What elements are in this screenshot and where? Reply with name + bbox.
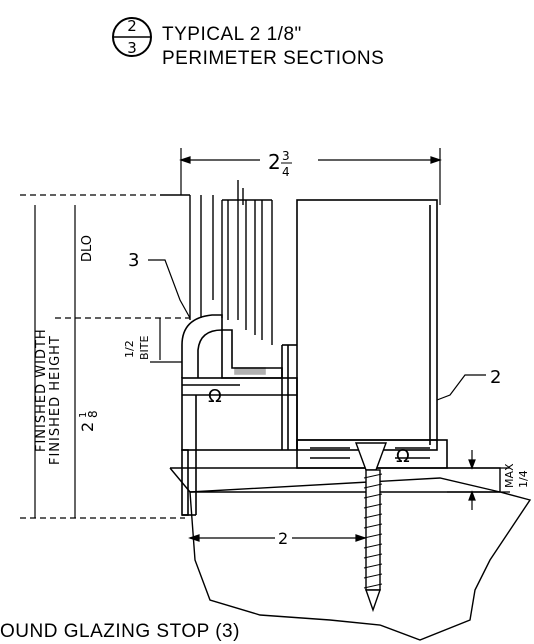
- max-label: MAX: [503, 463, 516, 488]
- section-marker-sheet: 3: [127, 39, 137, 57]
- top-width-denominator: 4: [282, 165, 290, 179]
- frame-extrusion: [181, 199, 448, 516]
- callout-glazing-stop: 3: [128, 250, 191, 319]
- callout-glazing-stop-number: 3: [128, 250, 139, 271]
- svg-text:Ω: Ω: [396, 446, 410, 467]
- bite-label: BITE: [138, 335, 151, 360]
- callout-frame: 2: [436, 367, 501, 401]
- glazing-stop: [181, 314, 283, 379]
- callout-frame-number: 2: [490, 367, 501, 388]
- left-dimensions: [20, 194, 190, 519]
- title-line-1: TYPICAL 2 1/8": [162, 24, 302, 45]
- dlo-label: DLO: [80, 235, 95, 262]
- gasket-symbols: Ω Ω: [208, 386, 410, 467]
- top-width-dimension: [179, 148, 442, 205]
- finished-width-label: FINISHED WIDTH: [34, 328, 49, 452]
- finished-height-label: FINISHED HEIGHT: [48, 335, 63, 465]
- bottom-width-value: 2: [278, 529, 288, 548]
- caption: OUND GLAZING STOP (3): [0, 621, 240, 642]
- section-marker: 2 3: [112, 17, 152, 57]
- side-dim-num: 1: [78, 412, 89, 418]
- max-value: 1/4: [517, 470, 530, 488]
- top-width-whole: 2: [268, 150, 281, 174]
- anchor-screw: [354, 442, 388, 613]
- svg-text:Ω: Ω: [208, 386, 222, 407]
- side-dim-den: 8: [86, 410, 100, 418]
- top-width-numerator: 3: [282, 149, 290, 163]
- max-dimension: [447, 450, 510, 510]
- side-dim-whole: 2: [78, 422, 97, 432]
- glass-panes: [160, 180, 273, 345]
- section-marker-number: 2: [127, 17, 137, 35]
- substrate: [169, 467, 532, 641]
- bottom-width-dimension: [188, 534, 367, 542]
- bite-value: 1/2: [123, 340, 136, 358]
- title-line-2: PERIMETER SECTIONS: [162, 48, 385, 69]
